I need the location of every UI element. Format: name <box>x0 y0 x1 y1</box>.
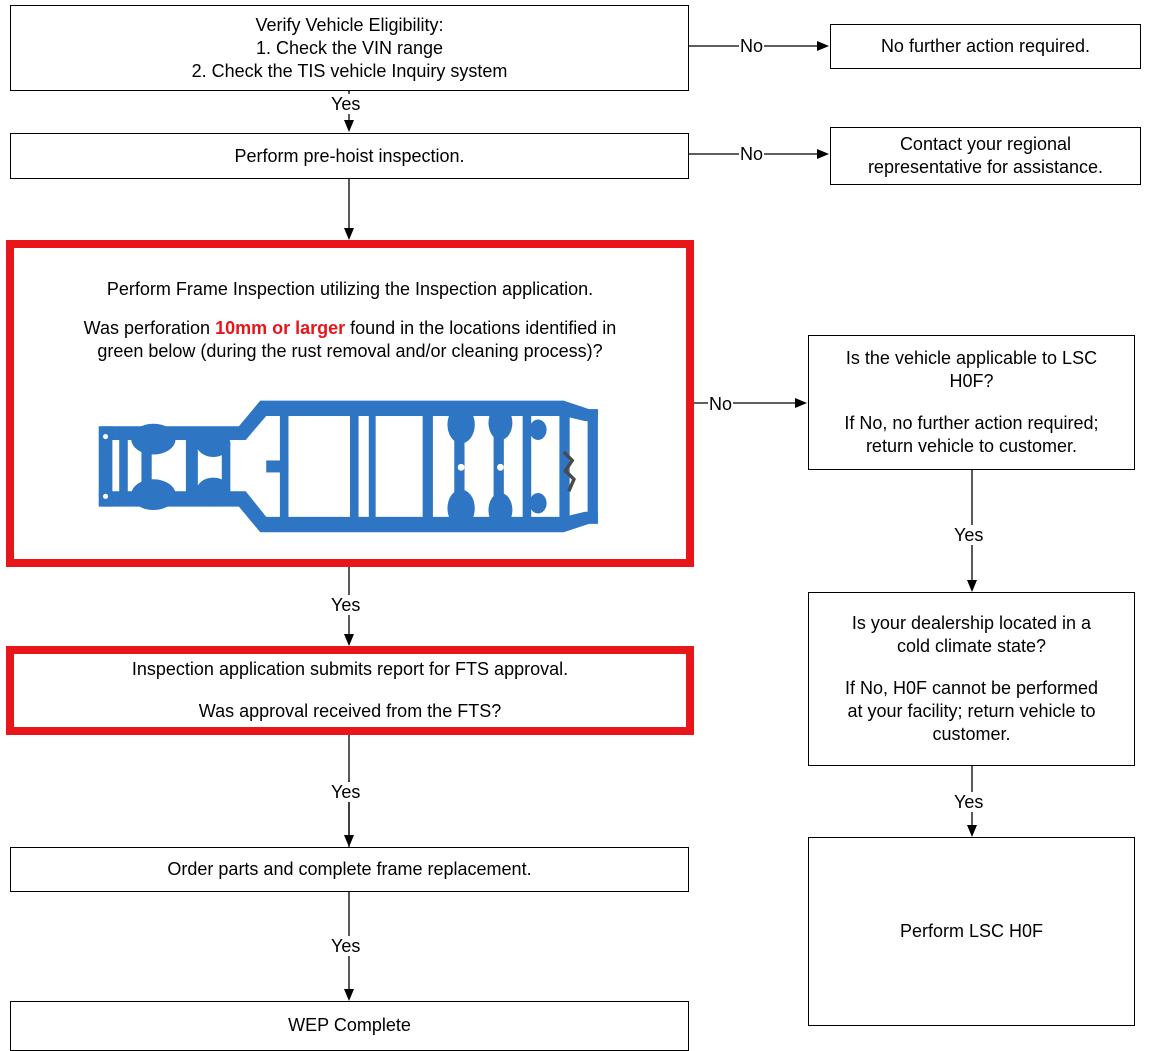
wep-complete-text: WEP Complete <box>288 1015 411 1035</box>
edge-label-lsc-yes: Yes <box>953 525 985 545</box>
arrowhead <box>817 41 829 51</box>
arrowhead <box>344 634 354 646</box>
rear-end-crossmember <box>559 412 570 521</box>
contact-representative-box: Contact your regional representative for… <box>830 127 1141 185</box>
arrowhead <box>817 149 829 159</box>
question-prefix: Was perforation <box>83 318 216 339</box>
mid-crossmember <box>422 412 433 521</box>
edge-label-order-yes: Yes <box>330 936 362 956</box>
frame-hole <box>457 464 465 471</box>
edge-label-frame-yes: Yes <box>330 595 362 615</box>
fts-approval-question: Was approval received from the FTS? <box>198 701 502 721</box>
contact-line-2: representative for assistance. <box>867 157 1104 177</box>
suspension-crossmember <box>185 429 198 504</box>
verify-step-2: 2. Check the TIS vehicle Inquiry system <box>191 60 508 81</box>
lsc-applicability-box: Is the vehicle applicable to LSC H0F? If… <box>808 335 1135 470</box>
cold-climate-question-line-1: Is your dealership located in a <box>851 613 1092 633</box>
rear-end-crossmember <box>587 409 598 524</box>
edge-label-frame-no: No <box>708 394 734 414</box>
pre-hoist-text: Perform pre-hoist inspection. <box>234 145 465 166</box>
fts-approval-box: Inspection application submits report fo… <box>6 646 694 735</box>
frame-hole <box>102 434 109 440</box>
inspection-zone-marker <box>562 450 576 493</box>
size-threshold-highlight: 10mm or larger <box>215 318 346 339</box>
arrowhead <box>967 580 977 592</box>
cold-climate-question-line-2: cold climate state? <box>896 636 1047 656</box>
no-further-action-box: No further action required. <box>830 24 1141 69</box>
edge-label-fts-yes: Yes <box>330 782 362 802</box>
lsc-instruction-line-1: If No, no further action required; <box>844 413 1099 433</box>
front-mount <box>131 479 176 511</box>
rear-crossmember <box>522 412 532 521</box>
contact-line-1: Contact your regional <box>899 134 1072 154</box>
pre-hoist-box: Perform pre-hoist inspection. <box>10 133 689 179</box>
arrowhead <box>344 120 354 132</box>
mid-crossmember <box>368 412 376 521</box>
cold-climate-instruction-line-1: If No, H0F cannot be performed <box>844 678 1099 698</box>
frame-rail-upper <box>102 400 598 441</box>
frame-hole <box>102 494 109 500</box>
question-suffix: found in the locations identified in <box>345 318 617 339</box>
edge-label-verify-no: No <box>739 36 765 56</box>
frame-inspection-box: Perform Frame Inspection utilizing the I… <box>6 240 694 567</box>
cold-climate-box: Is your dealership located in a cold cli… <box>808 592 1135 766</box>
frame-inspection-instruction: Perform Frame Inspection utilizing the I… <box>106 279 594 299</box>
arrowhead <box>344 989 354 1001</box>
wep-complete-box: WEP Complete <box>10 1001 689 1051</box>
no-further-action-text: No further action required. <box>880 36 1091 56</box>
rear-mount <box>529 493 547 514</box>
arrowhead <box>795 398 807 408</box>
order-parts-text: Order parts and complete frame replaceme… <box>167 859 532 879</box>
cold-climate-instruction-line-3: customer. <box>932 724 1011 744</box>
front-crossmember <box>141 439 152 495</box>
order-parts-box: Order parts and complete frame replaceme… <box>10 847 689 892</box>
arrowhead <box>344 835 354 847</box>
lsc-question-line-1: Is the vehicle applicable to LSC <box>845 348 1098 368</box>
cold-climate-instruction-line-2: at your facility; return vehicle to <box>847 701 1096 721</box>
fts-submission-text: Inspection application submits report fo… <box>131 659 569 679</box>
suspension-crossmember <box>221 441 231 492</box>
frame-inspection-question-line-2: green below (during the rust removal and… <box>97 341 603 362</box>
verify-eligibility-box: Verify Vehicle Eligibility: 1. Check the… <box>10 5 689 91</box>
front-mount <box>131 423 176 455</box>
edge-label-prehoist-no: No <box>739 144 765 164</box>
front-crossmember <box>119 428 128 506</box>
mid-crossmember <box>350 412 359 521</box>
edge-label-cold-yes: Yes <box>953 792 985 812</box>
verify-step-1: 1. Check the VIN range <box>255 37 444 58</box>
frame-inspection-question: Was perforation 10mm or larger found in … <box>84 317 617 340</box>
verify-title: Verify Vehicle Eligibility: <box>255 14 444 35</box>
arrowhead <box>967 825 977 837</box>
mid-crossmember-bracket <box>266 460 289 473</box>
frame-hole <box>497 464 504 471</box>
arrowhead <box>344 228 354 240</box>
frame-rail-lower <box>102 491 598 533</box>
perform-lsc-box: Perform LSC H0F <box>808 837 1135 1026</box>
edge-label-verify-yes: Yes <box>330 94 362 114</box>
rear-mount <box>529 419 547 441</box>
lsc-instruction-line-2: return vehicle to customer. <box>865 436 1078 456</box>
lsc-question-line-2: H0F? <box>949 371 994 391</box>
front-bumper-beam <box>98 426 113 507</box>
perform-lsc-text: Perform LSC H0F <box>899 921 1044 941</box>
vehicle-frame-diagram <box>98 400 598 533</box>
